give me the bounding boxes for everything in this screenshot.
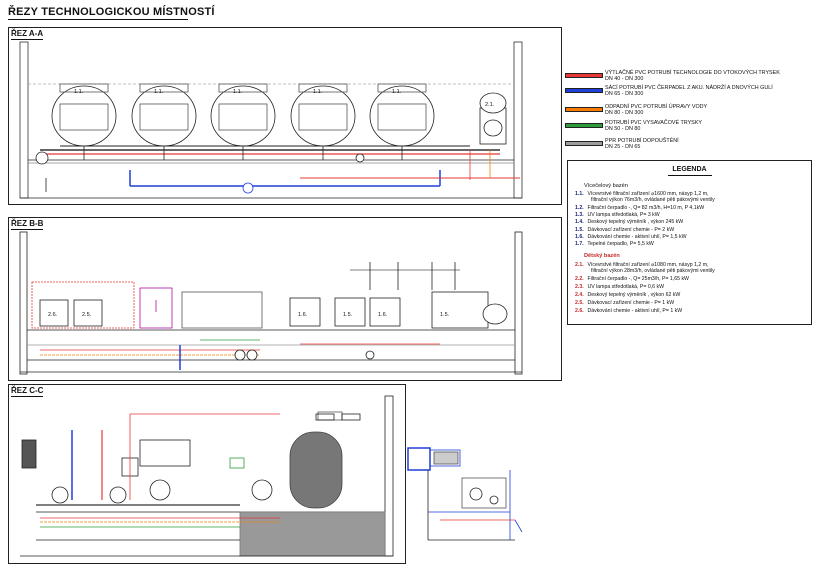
legend-box: LEGENDA Vícečelový bazén 1.1. Vícevrstvé… [567,160,812,325]
legend-text: Vícevrstvé filtrační zařízení ⌀1600 mm, … [587,191,709,197]
section-cc-drawing [20,395,394,557]
tank-label-1: 1.1. [74,89,84,95]
legend-item: 1.5. Dávkovací zařízení chemie - P= 2 kW [575,227,674,233]
pipe-legend-text: ODPADNÍ PVC POTRUBÍ ÚPRAVY VODY [605,104,708,110]
legend-text: Dávkovací zařízení chemie - P= 2 kW [587,227,675,233]
legend-text: Dávkovací zařízení chemie - P= 1 kW [587,300,675,306]
legend-item: 2.2. Filtrační čerpadlo -, Q= 25m3/h, P=… [575,276,689,282]
pipe-legend-range: DN 65 - DN 300 [605,91,644,98]
legend-code: 1.7. [575,241,584,247]
tank-label-4: 1.1. [313,89,323,95]
legend-item: 2.6. Dávkování chemie - aktivní uhlí, P=… [575,308,682,314]
tank-label-kids: 2.1. [485,102,495,108]
section-cc-underline [11,396,43,397]
unit-label-4: 1.5. [343,312,353,318]
unit-label-1: 2.6. [48,312,58,318]
legend-text: Deskový tepelný výměník , výkon 245 kW [587,219,684,225]
legend-text: UV lampa středotlaká, P= 0,6 kW [587,284,665,290]
legend-item: 2.3. UV lampa středotlaká, P= 0,6 kW [575,284,664,290]
legend-code: 2.4. [575,292,584,298]
legend-text: Dávkování chemie - aktivní uhlí, P= 1 kW [587,308,683,314]
pipe-swatch-waste [565,107,603,112]
legend-item-cont: filtrační výkon 28m3/h, ovládané pěti pá… [591,268,715,274]
legend-text: Filtrační čerpadlo -, Q= 25m3/h, P= 1,65… [587,276,689,282]
unit-label-2: 2.5. [82,312,92,318]
section-aa-drawing [19,41,523,199]
legend-item: 1.3. UV lampa středotlaká, P= 3 kW [575,212,660,218]
section-bb-underline [11,229,43,230]
tank-label-3: 1.1. [233,89,243,95]
legend-group-adult: Vícečelový bazén [584,183,628,189]
pipe-legend-item: VÝTLAČNÉ PVC POTRUBÍ TECHNOLOGIE DO VTOK… [565,70,810,86]
tank-label-5: 1.1. [392,89,402,95]
legend-item: 1.7. Tepelné čerpadlo, P= 5,5 kW [575,241,654,247]
unit-label-6: 1.5. [440,312,450,318]
legend-title-underline [668,175,712,176]
page-title: ŘEZY TECHNOLOGICKOU MÍSTNOSTÍ [8,6,215,18]
legend-code: 1.4. [575,219,584,225]
section-aa-label: ŘEZ A-A [11,29,44,38]
legend-text: UV lampa středotlaká, P= 3 kW [587,212,660,218]
pipe-legend-text: VÝTLAČNÉ PVC POTRUBÍ TECHNOLOGIE DO VTOK… [605,70,780,76]
legend-item: 2.5. Dávkovací zařízení chemie - P= 1 kW [575,300,674,306]
section-bb-frame [8,217,562,381]
legend-text: Vícevrstvé filtrační zařízení ⌀1080 mm, … [587,262,709,268]
pipe-swatch-vacuum [565,123,603,128]
pipe-legend-range: DN 25 - DN 65 [605,144,641,151]
legend-item: 1.2. Filtrační čerpadlo -, Q= 82 m3/h, H… [575,205,704,211]
legend-text: filtrační výkon 28m3/h, ovládané pěti pá… [591,268,715,274]
pipe-legend-text: PPR POTRUBÍ DOPOUŠTĚNÍ [605,138,679,144]
filter-tanks-aa [51,85,507,147]
legend-text: Tepelné čerpadlo, P= 5,5 kW [587,241,654,247]
title-underline [8,19,188,20]
pipe-legend-text: SÁCÍ POTRUBÍ PVC ČERPADEL Z AKU. NÁDRŽÍ … [605,85,773,91]
unit-label-3: 1.6. [298,312,308,318]
pipe-legend-range: DN 40 - DN 300 [605,76,644,83]
legend-code: 1.6. [575,234,584,240]
legend-text: Filtrační čerpadlo -, Q= 82 m3/h, H=10 m… [587,205,705,211]
legend-code: 2.2. [575,276,584,282]
legend-item: 1.1. Vícevrstvé filtrační zařízení ⌀1600… [575,191,709,197]
legend-code: 1.5. [575,227,584,233]
legend-item: 1.4. Deskový tepelný výměník , výkon 245… [575,219,683,225]
legend-item: 2.1. Vícevrstvé filtrační zařízení ⌀1080… [575,262,709,268]
legend-group-kids: Dětský bazén [584,253,620,259]
section-bb-label: ŘEZ B-B [11,219,44,228]
section-aa-underline [11,39,43,40]
pipe-legend-item: SÁCÍ POTRUBÍ PVC ČERPADEL Z AKU. NÁDRŽÍ … [565,85,810,101]
pipe-swatch-suction [565,88,603,93]
legend-code: 1.3. [575,212,584,218]
legend-code: 1.1. [575,191,584,197]
plan-inset [407,447,523,541]
legend-text: filtrační výkon 76m3/h, ovládané pěti pá… [591,197,715,203]
pipe-legend-range: DN 80 - DN 300 [605,110,644,117]
pipe-swatch-pressure [565,73,603,78]
legend-code: 2.1. [575,262,584,268]
legend-code: 2.3. [575,284,584,290]
unit-label-5: 1.6. [378,312,388,318]
tank-label-2: 1.1. [154,89,164,95]
section-bb-drawing [19,231,523,375]
legend-title: LEGENDA [672,166,707,173]
legend-code: 2.5. [575,300,584,306]
section-cc-label: ŘEZ C-C [11,386,44,395]
legend-text: Dávkování chemie - aktivní uhlí, P= 1,5 … [587,234,687,240]
pipe-swatch-ppr [565,141,603,146]
legend-text: Deskový tepelný výměník , výkon 62 kW [587,292,681,298]
legend-item-cont: filtrační výkon 76m3/h, ovládané pěti pá… [591,197,715,203]
pipe-legend-range: DN 50 - DN 80 [605,126,641,133]
pipe-legend-text: POTRUBÍ PVC VYSAVAČOVÉ TRYSKY [605,120,702,126]
legend-item: 1.6. Dávkování chemie - aktivní uhlí, P=… [575,234,687,240]
legend-code: 2.6. [575,308,584,314]
legend-item: 2.4. Deskový tepelný výměník , výkon 62 … [575,292,680,298]
legend-code: 1.2. [575,205,584,211]
